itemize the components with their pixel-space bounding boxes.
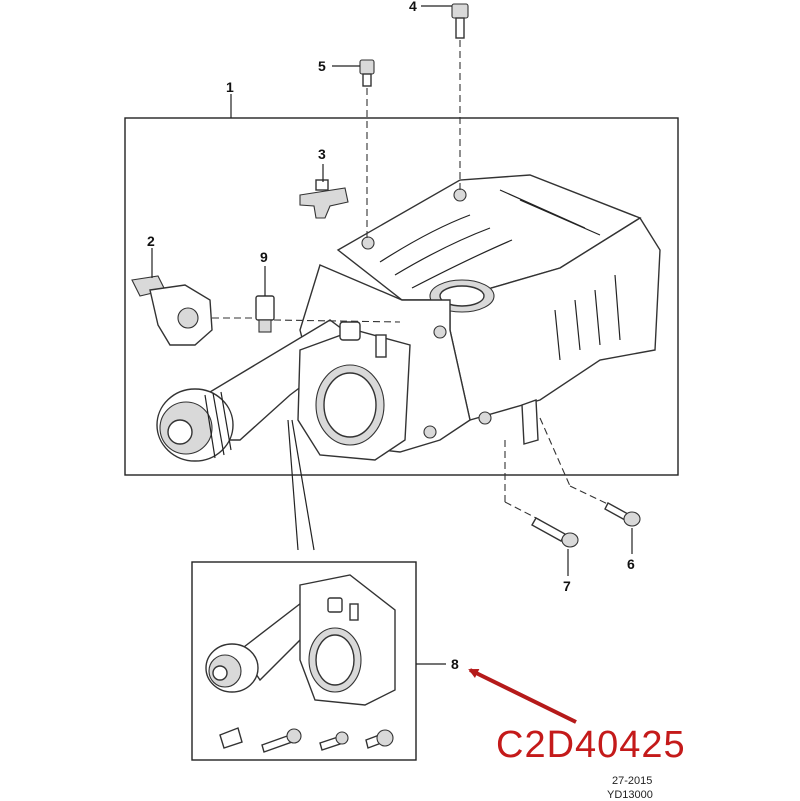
sensor-3-body — [299, 187, 349, 219]
front-cover-assembly — [156, 319, 411, 462]
callout-1: 1 — [226, 79, 234, 95]
inset-cover-bore — [315, 634, 355, 686]
callout-3: 3 — [318, 146, 326, 162]
inset-flange-bolt-head — [376, 729, 394, 747]
callout-5: 5 — [318, 58, 326, 74]
bolt-6-dash-line-upper — [539, 417, 571, 487]
callout-4: 4 — [409, 0, 417, 14]
housing-boss-top-right — [453, 188, 467, 202]
callout-6: 6 — [627, 556, 635, 572]
inset-front-cover — [205, 574, 396, 706]
bolt-6 — [604, 502, 641, 527]
housing-inlet-bore — [439, 285, 485, 307]
bolt-5-head — [359, 59, 375, 75]
fitting-9 — [255, 295, 275, 333]
part-code-label: C2D40425 — [496, 724, 686, 766]
bolt-4-head — [451, 3, 469, 19]
fitting-9-dash-line — [273, 319, 401, 323]
housing-boss-low — [423, 425, 437, 439]
fitting-9-body — [255, 295, 275, 321]
inset-cover-stud — [349, 603, 359, 621]
housing-boss-right-low — [478, 411, 492, 425]
housing-boss-top-left — [361, 236, 375, 250]
detail-inset-frame — [191, 561, 417, 761]
bolt-6-head — [623, 511, 641, 527]
housing-rear-pin — [521, 399, 539, 445]
bolt-5-shank — [362, 73, 372, 87]
footer-reference: YD13000 — [607, 789, 653, 801]
pulley-rib-lines — [204, 391, 232, 459]
inset-pulley-hub — [212, 665, 228, 681]
inset-bolt-short-head — [335, 731, 349, 745]
actuator-2-port — [177, 307, 199, 329]
inset-sleeve — [219, 727, 243, 749]
bolt-7-head — [561, 532, 579, 548]
front-cover-fitting — [339, 321, 361, 341]
bolt-7-shank — [531, 517, 566, 542]
main-assembly-frame — [124, 117, 679, 476]
inset-cover-fitting — [327, 597, 343, 613]
callout-7: 7 — [563, 578, 571, 594]
bolt-6-dash-line — [569, 485, 613, 507]
housing-side-ribs — [554, 274, 621, 361]
supercharger-housing — [299, 174, 661, 453]
footer-date: 27-2015 — [612, 775, 653, 787]
callout-9: 9 — [260, 249, 268, 265]
sensor-3 — [299, 179, 349, 219]
bolt-7 — [531, 517, 579, 548]
inset-hardware — [219, 727, 394, 753]
front-cover-bore — [323, 372, 377, 438]
fitting-9-base — [258, 319, 272, 333]
sensor-3-connector — [315, 179, 329, 191]
housing-top-ribs — [379, 189, 601, 289]
callout-8: 8 — [451, 656, 459, 672]
housing-boss-mid — [433, 325, 447, 339]
pulley-hub — [167, 419, 193, 445]
highlight-arrow — [468, 668, 577, 724]
inset-link-line-right — [291, 419, 315, 551]
bolt-4-shank — [455, 17, 465, 39]
bolt-4 — [451, 3, 469, 39]
bolt-5 — [359, 59, 375, 87]
bolt-7-dash-line — [504, 501, 541, 521]
inset-link-line-left — [287, 419, 299, 551]
inset-bolt-long-head — [286, 728, 302, 744]
actuator-2 — [131, 275, 213, 346]
callout-2: 2 — [147, 233, 155, 249]
front-cover-stud — [375, 334, 387, 358]
